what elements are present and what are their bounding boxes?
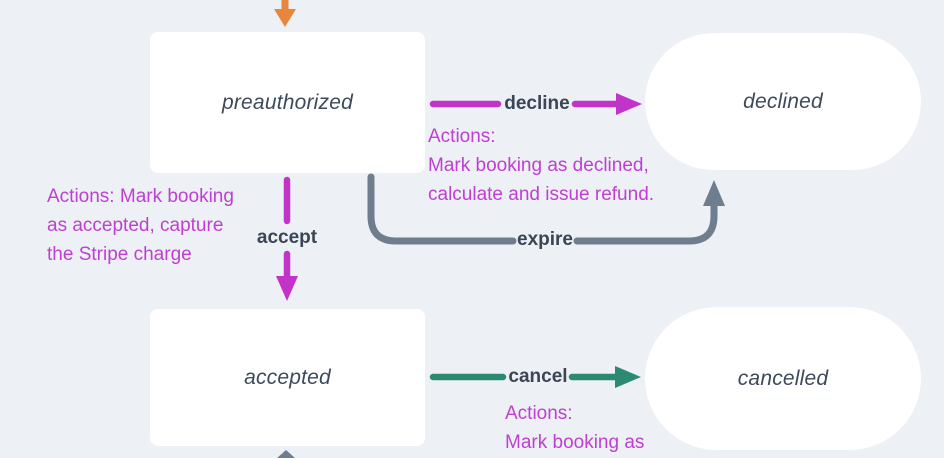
cancel-arrow-head-icon (615, 366, 641, 388)
decline-arrow-head-icon (616, 93, 642, 115)
state-label-cancelled: cancelled (737, 366, 829, 390)
state-node-declined: declined (645, 33, 921, 170)
expire-arrow-head-icon (703, 180, 725, 206)
annotation-accept-actions: Actions: Mark booking as accepted, captu… (47, 186, 234, 265)
bottom-arrow-head-icon (277, 450, 295, 458)
state-node-accepted: accepted (150, 309, 425, 446)
incoming-arrow (274, 0, 296, 27)
transition-label-expire: expire (517, 229, 573, 250)
transition-label-accept: accept (256, 227, 318, 248)
transition-label-cancel: cancel (508, 366, 568, 387)
accept-arrow-head-icon (276, 276, 298, 301)
annotation-decline-actions: Actions: Mark booking as declined, calcu… (428, 126, 655, 205)
state-label-declined: declined (743, 89, 823, 113)
state-node-preauthorized: preauthorized (150, 32, 425, 173)
state-node-cancelled: cancelled (645, 307, 921, 450)
state-label-preauthorized: preauthorized (221, 90, 354, 114)
transition-label-decline: decline (504, 93, 570, 114)
incoming-arrow-head-icon (274, 9, 296, 27)
state-label-accepted: accepted (244, 365, 331, 389)
annotation-cancel-actions: Actions: Mark booking as (505, 403, 645, 453)
